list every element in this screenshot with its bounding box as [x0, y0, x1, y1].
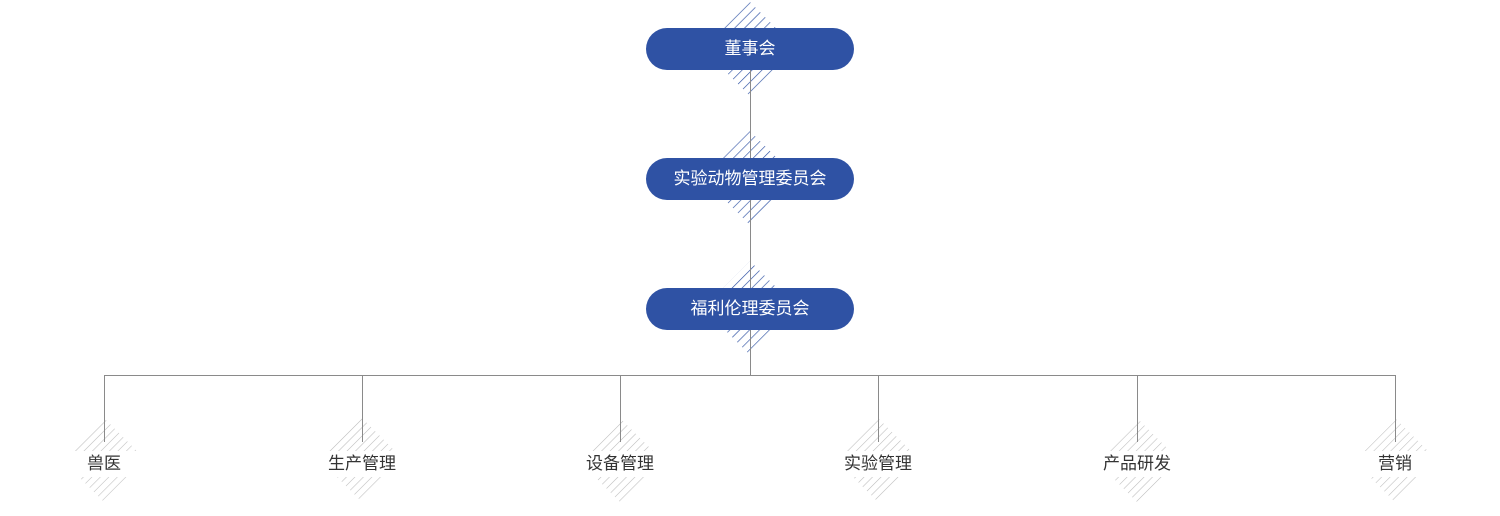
connector-lines: [104, 49, 1396, 442]
department-node-veterinary: 兽医: [44, 451, 164, 477]
department-node-marketing: 营销: [1335, 451, 1455, 477]
department-node-experiment-management: 实验管理: [818, 451, 938, 477]
department-node-product-rnd: 产品研发: [1077, 451, 1197, 477]
animal-committee-node: 实验动物管理委员会: [646, 158, 854, 200]
department-hatch-decorations: [62, 418, 1437, 502]
department-node-equipment-management: 设备管理: [560, 451, 680, 477]
ethics-committee-node: 福利伦理委员会: [646, 288, 854, 330]
board-node: 董事会: [646, 28, 854, 70]
department-node-production-management: 生产管理: [302, 451, 422, 477]
